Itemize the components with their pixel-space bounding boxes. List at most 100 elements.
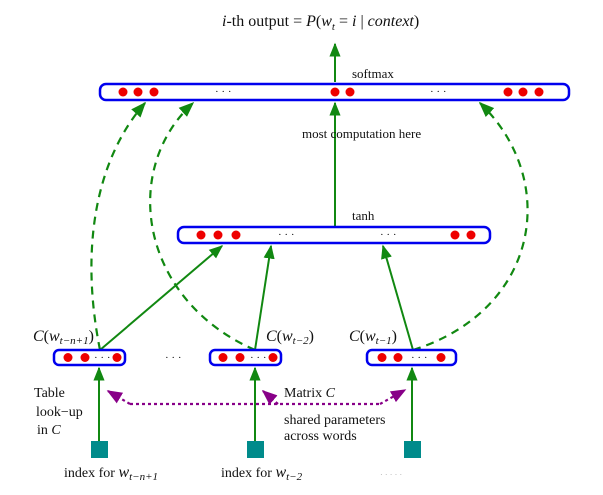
title-i: i [222,13,226,30]
shared-label-line2: across words [284,429,357,444]
emb1-to-softmax-dashed [90,101,147,351]
index-text: index for [221,466,275,481]
tanh-label: tanh [352,208,375,223]
index-w: w [275,464,286,481]
label-close: ) [309,328,314,345]
embedding-label-3: C(wt−1) [349,328,397,347]
index-label-2: index for wt−2 [221,464,303,483]
embedding-2: · · · [208,348,283,367]
softmax-layer: · · · · · · [98,82,571,102]
tanh-ellipsis-left: · · · [278,229,295,241]
title-prefix: -th output = [226,13,306,30]
embedding-box [365,348,458,367]
tanh-ellipsis-right: · · · [380,229,397,241]
embedding-ellipsis: · · · [250,352,267,364]
neuron [235,353,245,362]
title-context: context [368,13,415,30]
computation-annotation: most computation here [302,126,421,141]
embedding-1: · · · [52,348,127,367]
shared-label-line1: shared parameters [284,413,385,428]
embedding-box [208,348,283,367]
neuron [518,87,528,97]
index-square-3 [404,441,421,458]
neuron [450,230,460,240]
title-eq: = [335,13,352,30]
title-open-paren: ( [316,13,321,30]
neuron [213,230,223,240]
neuron [393,353,403,362]
tanh-box [176,225,492,245]
computation-annotation-text: most computation here [302,126,421,141]
shared-arrow-2 [261,389,279,405]
matrix-label-text: Matrix [284,386,326,401]
index-w: w [118,464,129,481]
emb3-to-tanh-arrow [381,244,414,351]
emb3-to-softmax-dashed [412,101,529,352]
neuron [330,87,340,97]
neuron [149,87,159,97]
neuron [345,87,355,97]
label-sub: t−1 [376,335,392,347]
shared-arrow-3 [379,389,407,405]
neuron [466,230,476,240]
index-square-2 [247,441,264,458]
neuron [133,87,143,97]
lookup-label-C: C [51,423,61,438]
output-title: i-th output = P(wt = i | context) [222,13,419,33]
tanh-layer: · · · · · · [176,225,492,245]
neuron [377,353,387,362]
neuron [534,87,544,97]
index-square-1 [91,441,108,458]
index-label-1: index for wt−n+1 [64,464,158,483]
neuron [63,353,73,362]
lookup-label-line3: in C [37,423,61,438]
neuron [503,87,513,97]
index-sub: t−n+1 [129,471,158,483]
label-open: ( [360,328,365,345]
lookup-label-line1: Table [34,386,65,401]
softmax-label: softmax [352,66,394,81]
title-i2: i [352,13,356,30]
emb2-to-tanh-arrow [254,244,275,351]
neuron [218,353,228,362]
embedding-label-1: C(wt−n+1) [33,328,94,347]
neuron [231,230,241,240]
shared-arrow-1 [106,390,131,405]
index-label-3-faded: · · · · · [380,470,402,479]
embedding-ellipsis: · · · [411,352,428,364]
label-open: ( [277,328,282,345]
softmax-ellipsis-left: · · · [215,86,232,98]
label-sub: t−2 [293,335,309,347]
title-w: w [321,13,332,30]
label-w: w [282,328,293,345]
matrix-label-C: C [326,386,336,401]
label-C: C [349,328,360,345]
label-close: ) [392,328,397,345]
neuron [196,230,206,240]
title-close-paren: ) [414,13,419,30]
label-sub: t−n+1 [60,335,89,347]
softmax-ellipsis-right: · · · [430,86,447,98]
title-t: t [332,21,336,33]
label-C: C [33,328,44,345]
title-P: P [305,13,316,30]
neuron [436,353,446,362]
neuron [80,353,90,362]
matrix-label: Matrix C [284,386,336,401]
title-bar: | [356,13,367,30]
neuron [118,87,128,97]
emb2-to-softmax-dashed [149,101,256,352]
embedding-3: · · · [365,348,458,367]
between-embeddings-ellipsis: · · · [165,352,182,364]
lookup-label-line2: look−up [36,405,83,420]
lookup-label-in: in [37,423,51,438]
index-sub: t−2 [286,471,302,483]
neuron [268,353,278,362]
neuron [112,353,122,362]
embedding-ellipsis: · · · [94,352,111,364]
index-text: index for [64,466,118,481]
embedding-label-2: C(wt−2) [266,328,314,347]
label-close: ) [89,328,94,345]
label-w: w [365,328,376,345]
